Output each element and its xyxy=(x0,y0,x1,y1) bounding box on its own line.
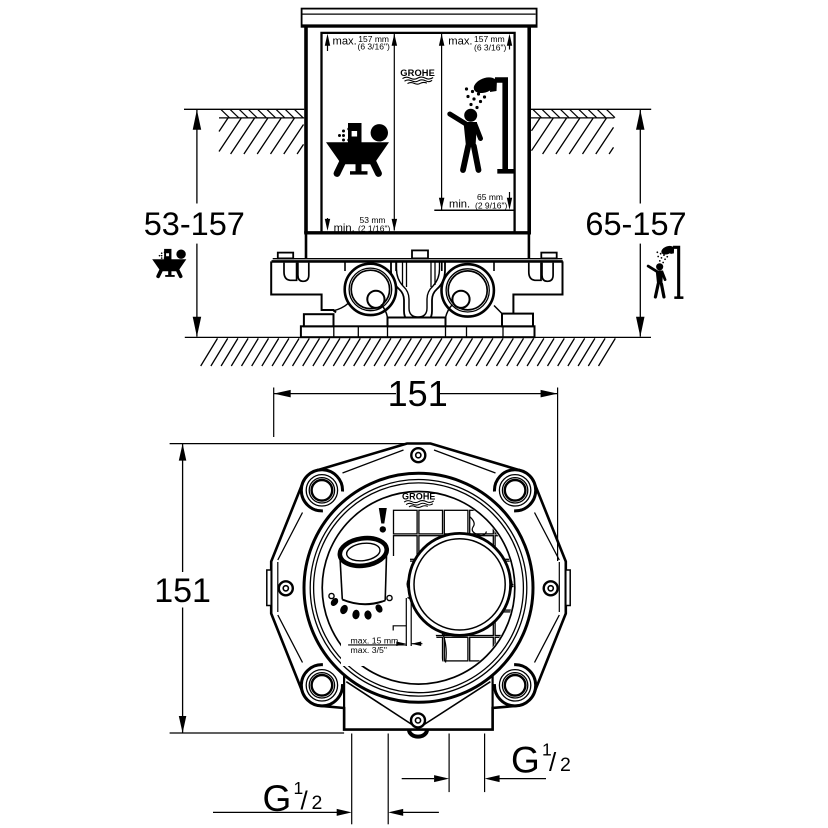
svg-text:157 mm: 157 mm xyxy=(358,34,389,44)
svg-text:min.: min. xyxy=(449,199,470,211)
svg-text:151: 151 xyxy=(388,373,448,414)
svg-text:53 mm: 53 mm xyxy=(360,215,386,225)
svg-text:G: G xyxy=(263,778,292,819)
svg-text:min.: min. xyxy=(334,222,355,234)
svg-text:(6 3/16"): (6 3/16") xyxy=(474,43,506,53)
svg-text:2: 2 xyxy=(312,792,323,814)
svg-text:65-157: 65-157 xyxy=(585,206,686,242)
svg-text:1: 1 xyxy=(294,778,304,798)
svg-text:151: 151 xyxy=(154,572,211,610)
svg-text:max.: max. xyxy=(333,35,357,47)
svg-text:2: 2 xyxy=(560,754,571,776)
svg-text:53-157: 53-157 xyxy=(144,206,245,242)
svg-text:/: / xyxy=(301,785,309,815)
svg-text:157 mm: 157 mm xyxy=(474,34,505,44)
svg-text:65 mm: 65 mm xyxy=(477,192,503,202)
svg-text:max. 3/5": max. 3/5" xyxy=(351,645,387,655)
svg-text:(6 3/16"): (6 3/16") xyxy=(358,42,390,52)
svg-text:/: / xyxy=(549,747,557,777)
svg-text:(2 9/16"): (2 9/16") xyxy=(475,201,507,211)
svg-text:max. 15 mm: max. 15 mm xyxy=(351,635,399,645)
svg-text:1: 1 xyxy=(542,740,552,760)
svg-text:(2 1/16"): (2 1/16") xyxy=(358,223,390,233)
svg-text:max.: max. xyxy=(448,35,472,47)
svg-text:G: G xyxy=(511,740,540,781)
